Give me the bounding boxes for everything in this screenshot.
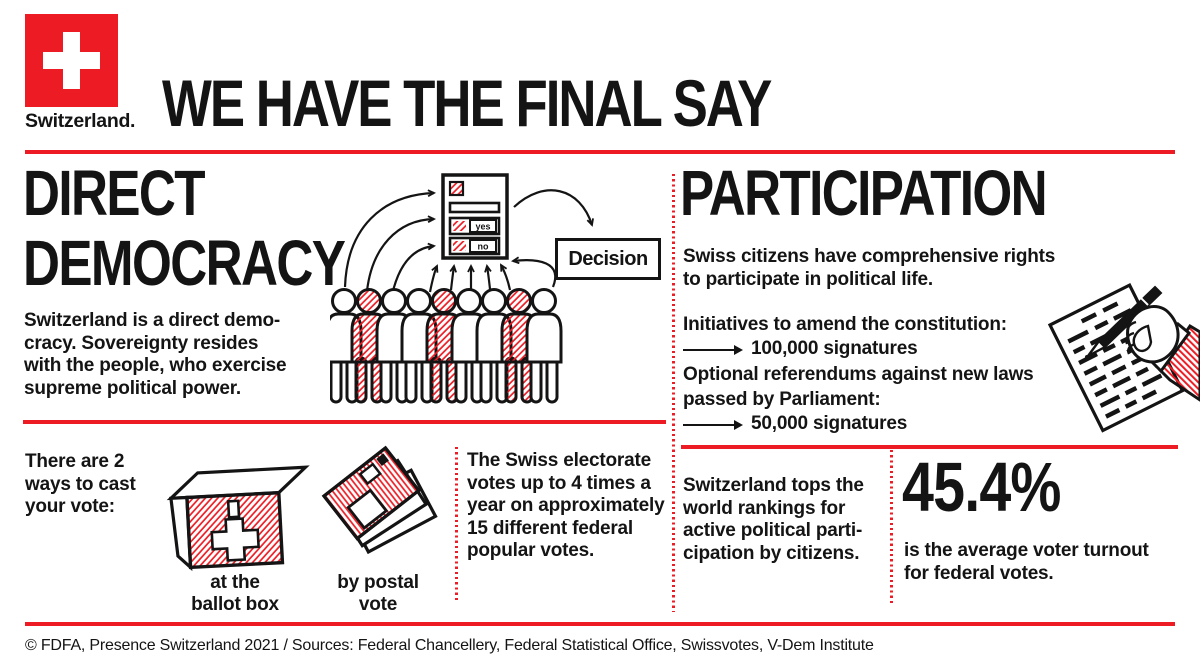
postal-envelopes-icon: [321, 445, 438, 555]
referendums-signatures-value: 50,000 signatures: [751, 413, 908, 435]
world-ranking-text: Switzerland tops the world rankings for …: [683, 475, 864, 564]
bottom-rule: [25, 622, 1175, 626]
initiatives-label: Initiatives to amend the constitution:: [683, 314, 1007, 335]
ballot-yes-label: yes: [475, 222, 490, 232]
vertical-separator-3: [890, 450, 893, 603]
top-rule: [25, 150, 1175, 154]
vertical-separator-1: [672, 174, 675, 612]
ballot-no-label: no: [478, 242, 489, 252]
left-mid-rule: [23, 420, 666, 424]
swiss-flag-icon: [25, 14, 118, 107]
ballot-paper-icon: yes no: [441, 173, 509, 260]
crowd-icon: [330, 288, 563, 404]
arrow-right-icon: [683, 419, 743, 431]
crowd-voting-illustration: yes no: [330, 173, 594, 404]
signatures-block: Initiatives to amend the constitution: 1…: [683, 312, 1034, 437]
direct-democracy-body: Switzerland is a direct demo- cracy. Sov…: [24, 310, 287, 399]
participation-title: PARTICIPATION: [680, 157, 1048, 229]
ballot-box-icon: [166, 465, 310, 572]
initiatives-signatures-row: 100,000 signatures: [683, 337, 1034, 362]
arrow-right-icon: [683, 344, 743, 356]
initiatives-signatures-value: 100,000 signatures: [751, 338, 918, 360]
hand-signing-icon: [1047, 283, 1200, 433]
direct-democracy-title: DIRECT DEMOCRACY: [23, 157, 346, 299]
page-title: WE HAVE THE FINAL SAY: [162, 66, 772, 140]
brand-label: Switzerland.: [25, 110, 136, 132]
ballot-box-caption: at the ballot box: [191, 572, 279, 615]
voting-ways-intro: There are 2 ways to cast your vote:: [25, 451, 136, 517]
vote-frequency-text: The Swiss electorate votes up to 4 times…: [467, 450, 665, 561]
referendums-label: Optional referendums against new laws pa…: [683, 364, 1034, 410]
turnout-caption: is the average voter turnout for federal…: [904, 540, 1149, 584]
decision-label: Decision: [568, 247, 648, 270]
right-mid-rule: [681, 445, 1178, 449]
footer-credit: © FDFA, Presence Switzerland 2021 / Sour…: [25, 637, 874, 654]
referendums-signatures-row: 50,000 signatures: [683, 412, 1034, 437]
turnout-value: 45.4%: [902, 448, 1061, 526]
postal-vote-caption: by postal vote: [337, 572, 419, 615]
participation-intro: Swiss citizens have comprehensive rights…: [683, 246, 1056, 290]
decision-box: Decision: [555, 238, 661, 280]
vertical-separator-2: [455, 447, 458, 603]
